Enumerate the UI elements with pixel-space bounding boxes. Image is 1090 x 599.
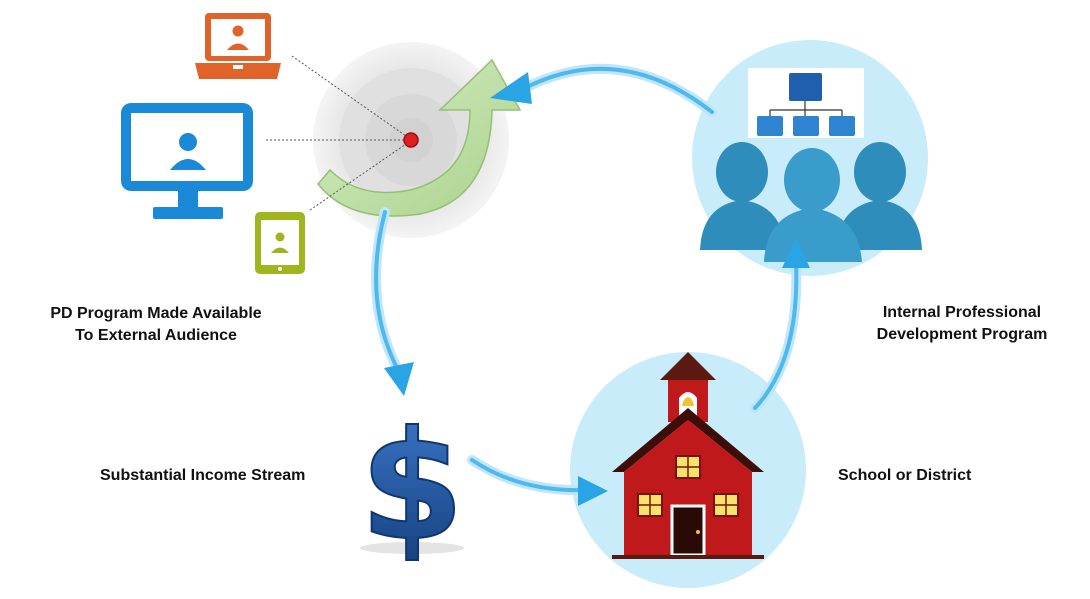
org-chart-icon [748,68,864,138]
arrow-to-internal-program [750,238,810,413]
laptop-icon [195,13,281,79]
pd-program-label: PD Program Made Available To External Au… [38,303,274,347]
school-district-label: School or District [838,467,972,484]
income-stream-label: Substantial Income Stream [100,467,306,484]
pd-program-label-line-1: PD Program Made Available [50,305,262,322]
arrow-to-school [467,455,608,506]
connector-lines [266,55,407,211]
arrow-to-income [371,207,414,396]
cycle-arrows [371,63,810,506]
internal-program-label: Internal Professional Development Progra… [862,302,1062,346]
svg-text:$: $ [360,400,464,574]
pd-program-label-line-2: To External Audience [75,327,237,344]
schoolhouse-icon [612,352,764,559]
dollar-sign-icon: $ [359,399,465,575]
internal-program-label-line-2: Development Program [876,326,1048,343]
tablet-icon [255,212,305,274]
desktop-monitor-icon [121,103,253,219]
internal-program-label-line-1: Internal Professional [882,304,1042,321]
people-silhouettes-icon [700,142,922,262]
target-bullseye [403,132,419,148]
arrow-to-target [490,63,717,117]
